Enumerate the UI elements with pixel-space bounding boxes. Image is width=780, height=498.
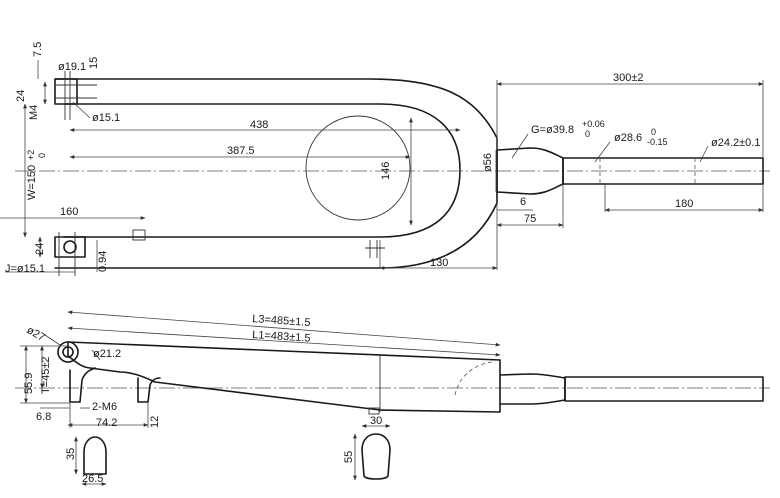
dim-m6: 2-M6: [92, 401, 117, 413]
dim-387-5: 387.5: [227, 145, 255, 157]
dim-74-2: 74.2: [96, 417, 117, 429]
dim-g-tol-minus: 0: [585, 129, 590, 139]
cable-guide-mark: [365, 240, 385, 258]
dim-m4: M4: [28, 105, 40, 120]
dim-75: 75: [524, 213, 536, 225]
dim-24-bottom: 24: [34, 243, 46, 255]
section-left-width: 26.5: [82, 473, 103, 485]
dim-21-2: ø21.2: [93, 348, 121, 360]
dim-28-6-tol-plus: 0: [651, 127, 656, 137]
dim-438: 438: [250, 119, 268, 131]
section-right-height: 55: [343, 451, 355, 463]
dim-0-94: 0.94: [97, 251, 109, 272]
dim-6: 6: [520, 196, 526, 208]
top-view: 7.5 ø19.1 15 24 M4 ø15.1 438 387.5 W=150…: [0, 42, 770, 276]
dim-28-6-tol-minus: -0.15: [647, 137, 668, 147]
steerer-tube: [562, 157, 764, 185]
dim-146: 146: [380, 162, 392, 180]
steerer-side: [564, 376, 764, 402]
axle-hole-lower: [63, 240, 77, 254]
wheel-clearance-circle: [305, 115, 411, 221]
dim-55-9: 55.9: [23, 373, 35, 394]
dim-160: 160: [60, 206, 78, 218]
dim-24-2: ø24.2±0.1: [711, 137, 760, 149]
section-right: 30 55: [343, 415, 391, 481]
dim-w-tol-plus: +2: [26, 150, 36, 160]
dim-15-top: 15: [88, 57, 100, 69]
dim-l3: L3=485±1.5: [252, 313, 311, 329]
side-view: ø27 L3=485±1.5 L1=483±1.5 ø21.2 55.9 T=4…: [15, 310, 770, 429]
dim-19-1: ø19.1: [58, 61, 86, 73]
dim-t: T=45±2: [40, 356, 52, 394]
dim-l1: L1=483±1.5: [252, 329, 311, 345]
top-dropout-lower: [54, 236, 86, 258]
dim-g: G=ø39.8: [531, 124, 574, 136]
dim-27: ø27: [25, 324, 47, 344]
dim-180: 180: [675, 198, 693, 210]
dim-w-tol-minus: 0: [37, 153, 47, 158]
section-right-width: 30: [370, 415, 382, 427]
dim-7-5: 7.5: [32, 42, 44, 57]
dim-130: 130: [430, 257, 448, 269]
fork-blade-side: [67, 341, 501, 413]
dim-24-left: 24: [15, 90, 27, 102]
dim-15-1-top: ø15.1: [92, 112, 120, 124]
dim-j: J=ø15.1: [5, 263, 45, 275]
fork-outline-outer: [54, 78, 498, 269]
dim-56: ø56: [482, 153, 494, 172]
dim-6-8: 6.8: [36, 411, 51, 423]
dim-28-6: ø28.6: [614, 132, 642, 144]
dim-w: W=150: [26, 165, 38, 200]
fork-outline-inner: [63, 103, 461, 238]
top-dropout-upper: [54, 78, 78, 105]
dim-g-tol-plus: +0.06: [582, 119, 605, 129]
dim-12: 12: [149, 416, 161, 428]
steerer-side-taper: [499, 373, 566, 405]
mount-tab-front: [137, 377, 161, 403]
section-left-height: 35: [65, 448, 77, 460]
dim-300: 300±2: [613, 72, 644, 84]
section-left: 35 26.5: [65, 436, 107, 486]
mount-tab-rear: [69, 367, 96, 403]
